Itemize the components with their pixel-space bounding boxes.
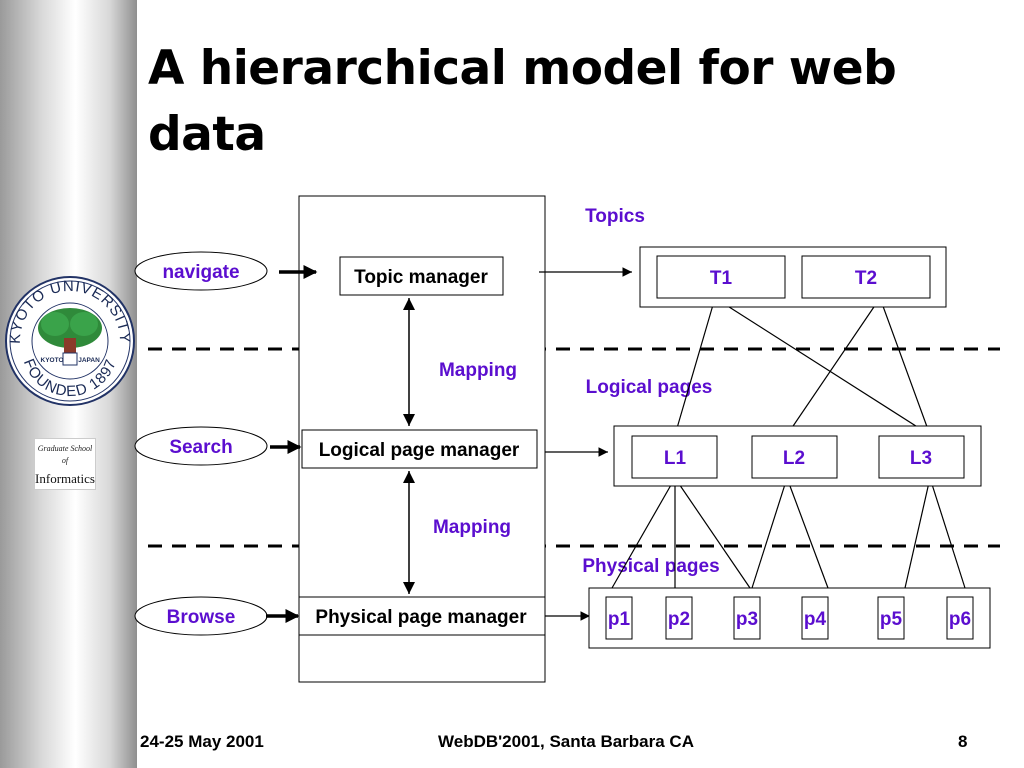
browse-action[interactable]: Browse	[134, 596, 268, 636]
logical-physical-links	[611, 477, 966, 589]
physical-page-p5[interactable]: p5	[877, 596, 905, 640]
physical-page-manager-box: Physical page manager	[298, 596, 546, 636]
physical-page-p6[interactable]: p6	[946, 596, 974, 640]
topic-label-t2: T2	[855, 268, 877, 289]
topic-node-t1[interactable]: T1	[656, 255, 786, 299]
topics-section-label: Topics	[585, 206, 645, 227]
svg-text:KYOTO: KYOTO	[41, 357, 64, 364]
logical-page-manager-label: Logical page manager	[319, 440, 520, 461]
physical-page-label-p5: p5	[880, 609, 903, 630]
department-logo: Graduate School of Informatics	[34, 438, 96, 490]
logical-pages-section-label: Logical pages	[586, 377, 713, 398]
logical-page-l2[interactable]: L2	[751, 435, 838, 479]
physical-page-p2[interactable]: p2	[665, 596, 693, 640]
topic-manager-box: Topic manager	[339, 256, 504, 296]
logical-page-label-l3: L3	[910, 448, 932, 469]
browse-label: Browse	[167, 607, 236, 628]
navigate-label: navigate	[162, 262, 239, 283]
logical-page-label-l1: L1	[664, 448, 687, 469]
logical-page-manager-box: Logical page manager	[301, 429, 538, 469]
physical-page-label-p4: p4	[804, 609, 827, 630]
physical-pages-container	[588, 587, 991, 649]
physical-page-p1[interactable]: p1	[605, 596, 633, 640]
footer-page-number: 8	[958, 732, 968, 751]
mapping-label-upper: Mapping	[439, 360, 517, 381]
logical-page-l1[interactable]: L1	[631, 435, 718, 479]
search-action[interactable]: Search	[134, 426, 268, 466]
footer-date: 24-25 May 2001	[140, 732, 264, 751]
physical-page-p4[interactable]: p4	[801, 596, 829, 640]
navigate-action[interactable]: navigate	[134, 251, 268, 291]
topic-node-t2[interactable]: T2	[801, 255, 931, 299]
physical-page-label-p3: p3	[736, 609, 758, 630]
slide-title: A hierarchical model for web data	[148, 41, 897, 162]
search-label: Search	[169, 437, 232, 458]
university-seal-logo: KYOTO UNIVERSITY FOUNDED 1897 KYOTO JAPA…	[5, 276, 135, 406]
physical-page-label-p6: p6	[949, 609, 971, 630]
physical-page-p3[interactable]: p3	[733, 596, 761, 640]
footer-venue: WebDB'2001, Santa Barbara CA	[438, 732, 694, 751]
physical-page-label-p1: p1	[608, 609, 631, 630]
svg-text:JAPAN: JAPAN	[78, 357, 100, 364]
topic-label-t1: T1	[710, 268, 733, 289]
physical-pages-section-label: Physical pages	[582, 556, 719, 577]
logical-page-label-l2: L2	[783, 448, 805, 469]
logical-page-l3[interactable]: L3	[878, 435, 965, 479]
physical-page-manager-label: Physical page manager	[315, 607, 527, 628]
topic-manager-label: Topic manager	[354, 267, 488, 288]
topic-logical-links	[674, 297, 931, 436]
mapping-label-lower: Mapping	[433, 517, 511, 538]
physical-page-label-p2: p2	[668, 609, 690, 630]
